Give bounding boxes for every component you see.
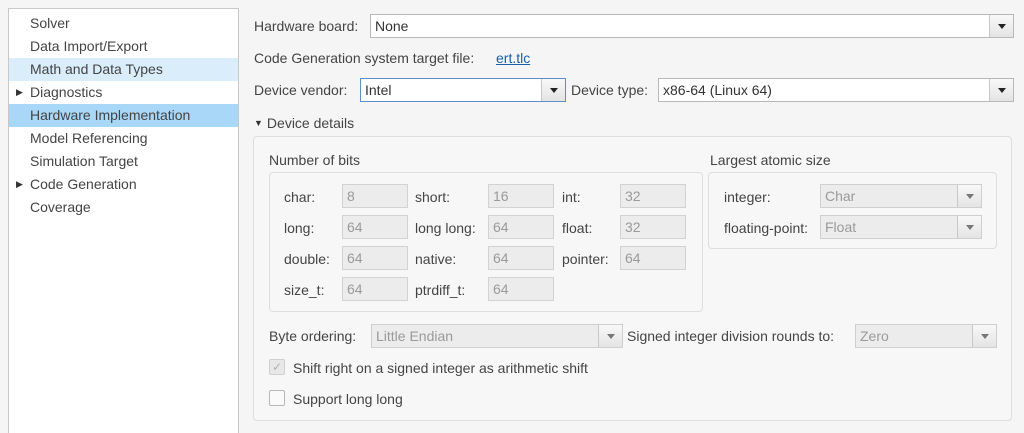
device-vendor-dropdown[interactable]: Intel: [360, 78, 566, 102]
long-long-bits-field[interactable]: 64: [488, 215, 554, 239]
device-details-toggle[interactable]: ▼Device details: [254, 115, 354, 131]
target-file-link[interactable]: ert.tlc: [496, 50, 531, 66]
signed-division-value: Zero: [860, 328, 889, 344]
dropdown-button[interactable]: [957, 185, 981, 207]
ptrdiff-t-label: ptrdiff_t:: [415, 282, 466, 298]
hardware-board-value: None: [375, 18, 409, 34]
tree-item-diagnostics[interactable]: ▶ Diagnostics: [9, 81, 238, 104]
tree-item-label: Coverage: [30, 199, 91, 215]
dropdown-button[interactable]: [957, 216, 981, 238]
hardware-board-label: Hardware board:: [254, 18, 359, 34]
number-of-bits-title: Number of bits: [269, 152, 361, 168]
atomic-floating-point-value: Float: [825, 219, 857, 235]
atomic-floating-point-dropdown[interactable]: Float: [820, 215, 982, 239]
device-details-label: Device details: [266, 115, 355, 131]
floating-point-label: floating-point:: [724, 220, 809, 236]
ptrdiff-t-bits-field[interactable]: 64: [488, 277, 554, 301]
support-long-long-label: Support long long: [293, 391, 403, 407]
device-type-label: Device type:: [571, 82, 649, 98]
dropdown-button[interactable]: [541, 79, 565, 101]
tree-item-label: Hardware Implementation: [30, 107, 191, 123]
long-long-label: long long:: [415, 220, 476, 236]
hardware-board-dropdown[interactable]: None: [370, 14, 1014, 38]
integer-label: integer:: [724, 189, 771, 205]
target-file-label: Code Generation system target file:: [254, 50, 475, 66]
device-type-value: x86-64 (Linux 64): [663, 82, 772, 98]
shift-right-checkbox[interactable]: ✓: [269, 359, 285, 375]
int-label: int:: [562, 189, 581, 205]
byte-ordering-dropdown[interactable]: Little Endian: [371, 324, 623, 348]
native-label: native:: [415, 251, 457, 267]
tree-item-math-and-data-types[interactable]: Math and Data Types: [9, 58, 238, 81]
support-long-long-checkbox[interactable]: [269, 390, 285, 406]
category-tree: Solver Data Import/Export Math and Data …: [8, 8, 239, 433]
chevron-down-icon: [606, 333, 615, 339]
atomic-integer-value: Char: [825, 188, 856, 204]
tree-item-hardware-implementation[interactable]: Hardware Implementation: [9, 104, 238, 127]
short-label: short:: [415, 189, 451, 205]
chevron-down-icon: [997, 87, 1006, 93]
number-of-bits-group: char: 8 short: 16 int: 32 long: 64 long …: [269, 172, 703, 312]
pointer-bits-field[interactable]: 64: [620, 246, 686, 270]
short-bits-field[interactable]: 16: [488, 184, 554, 208]
float-label: float:: [562, 220, 593, 236]
chevron-down-icon: [965, 224, 974, 230]
chevron-down-icon: [965, 193, 974, 199]
tree-item-simulation-target[interactable]: Simulation Target: [9, 150, 238, 173]
double-bits-field[interactable]: 64: [342, 246, 408, 270]
atomic-integer-dropdown[interactable]: Char: [820, 184, 982, 208]
device-vendor-label: Device vendor:: [254, 82, 348, 98]
native-bits-field[interactable]: 64: [488, 246, 554, 270]
device-type-dropdown[interactable]: x86-64 (Linux 64): [658, 78, 1014, 102]
byte-ordering-value: Little Endian: [376, 328, 454, 344]
char-label: char:: [284, 189, 316, 205]
tree-item-label: Simulation Target: [30, 153, 138, 169]
largest-atomic-size-group: integer: Char floating-point: Float: [708, 172, 997, 249]
expand-arrow-icon[interactable]: ▶: [16, 87, 23, 97]
tree-item-code-generation[interactable]: ▶ Code Generation: [9, 173, 238, 196]
chevron-down-icon: [549, 87, 558, 93]
int-bits-field[interactable]: 32: [620, 184, 686, 208]
tree-item-label: Code Generation: [30, 176, 137, 192]
largest-atomic-size-title: Largest atomic size: [710, 152, 831, 168]
tree-item-label: Data Import/Export: [30, 38, 148, 54]
tree-item-coverage[interactable]: Coverage: [9, 196, 238, 219]
device-details-box: Number of bits char: 8 short: 16 int: 32…: [253, 136, 1012, 421]
char-bits-field[interactable]: 8: [342, 184, 408, 208]
signed-division-dropdown[interactable]: Zero: [855, 324, 997, 348]
signed-division-label: Signed integer division rounds to:: [627, 328, 835, 344]
tree-item-label: Math and Data Types: [30, 61, 163, 77]
tree-item-model-referencing[interactable]: Model Referencing: [9, 127, 238, 150]
tree-item-label: Model Referencing: [30, 130, 148, 146]
tree-item-solver[interactable]: Solver: [9, 12, 238, 35]
dropdown-button[interactable]: [972, 325, 996, 347]
chevron-down-icon: [980, 333, 989, 339]
tree-item-label: Solver: [30, 15, 70, 31]
tree-item-data-import-export[interactable]: Data Import/Export: [9, 35, 238, 58]
byte-ordering-label: Byte ordering:: [269, 328, 357, 344]
dropdown-button[interactable]: [598, 325, 622, 347]
float-bits-field[interactable]: 32: [620, 215, 686, 239]
hardware-implementation-panel: Hardware board: None Code Generation sys…: [253, 0, 1024, 433]
long-bits-field[interactable]: 64: [342, 215, 408, 239]
shift-right-label: Shift right on a signed integer as arith…: [293, 360, 588, 376]
double-label: double:: [284, 251, 330, 267]
collapse-arrow-icon: ▼: [254, 118, 263, 128]
device-vendor-value: Intel: [365, 82, 392, 98]
tree-item-label: Diagnostics: [30, 84, 103, 100]
dropdown-button[interactable]: [989, 79, 1013, 101]
size-t-label: size_t:: [284, 282, 325, 298]
long-label: long:: [284, 220, 315, 236]
dropdown-button[interactable]: [989, 15, 1013, 37]
size-t-bits-field[interactable]: 64: [342, 277, 408, 301]
expand-arrow-icon[interactable]: ▶: [16, 179, 23, 189]
pointer-label: pointer:: [562, 251, 609, 267]
chevron-down-icon: [997, 23, 1006, 29]
